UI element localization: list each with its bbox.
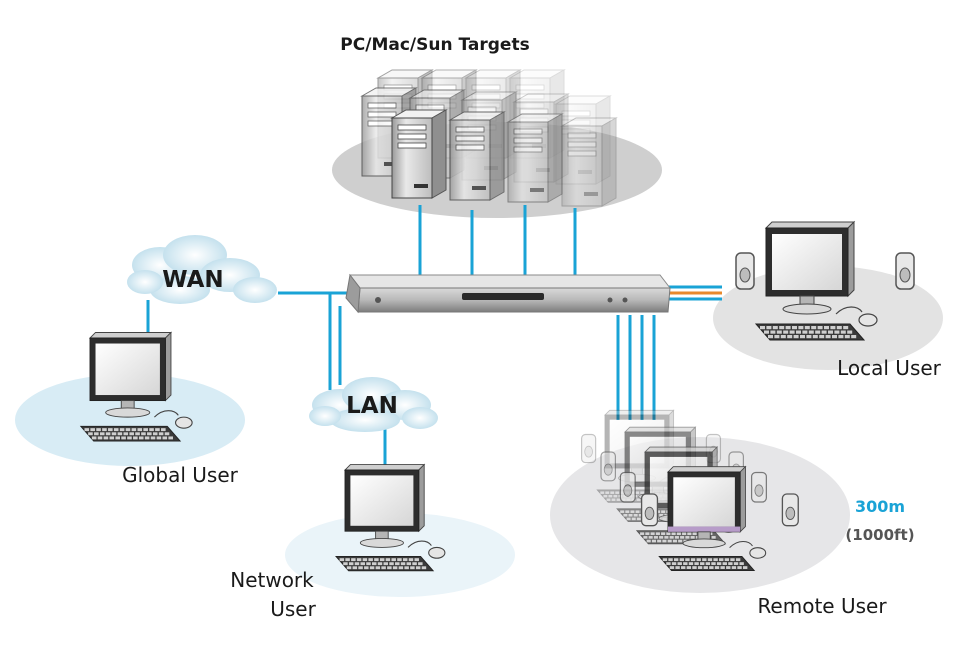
distance-feet-label: (1000ft) [845,526,914,544]
speaker-icon [640,493,659,527]
kvm-switch-icon [345,273,672,314]
speaker-icon [895,252,915,290]
server-tower-icon [506,113,564,203]
lan-label: LAN [346,393,398,419]
mouse-icon [407,540,446,559]
lan-cloud-icon [309,377,438,432]
server-tower-icon [448,111,506,201]
speaker-icon [781,493,799,527]
local-user-label: Local User [837,356,942,380]
wan-label: WAN [162,267,223,293]
global-user-zone [15,374,245,466]
remote-user-label: Remote User [757,594,887,618]
keyboard-icon [335,555,435,572]
distance-meters-label: 300m [855,497,905,516]
speaker-icon [750,471,767,503]
speaker-icon [600,451,616,482]
targets-label: PC/Mac/Sun Targets [340,35,529,55]
global-user-label: Global User [122,463,239,487]
mouse-icon [729,540,767,559]
server-tower-icon [390,109,448,199]
remote-user-workstation [640,465,799,571]
speaker-icon [581,433,597,464]
network-user-label-line1: Network [230,568,314,592]
local-user-workstation [735,220,915,341]
network-user-zone [285,513,515,597]
network-user-label-line2: User [270,597,316,621]
monitor-icon [666,465,747,549]
monitor-icon [88,331,173,418]
cables [146,205,722,470]
target-servers [360,69,618,207]
keyboard-icon [79,425,182,442]
wan-cloud-icon [127,235,277,304]
monitor-icon [764,220,856,315]
global-user-workstation [79,331,193,442]
speaker-icon [619,471,636,503]
monitor-icon [343,463,426,548]
workstations [79,220,915,572]
network-user-workstation [335,463,446,572]
mouse-icon [835,306,878,327]
keyboard-icon [658,556,756,571]
mouse-icon [154,410,193,429]
speaker-icon [735,252,755,290]
keyboard-icon [754,323,866,341]
server-tower-icon [560,117,618,207]
